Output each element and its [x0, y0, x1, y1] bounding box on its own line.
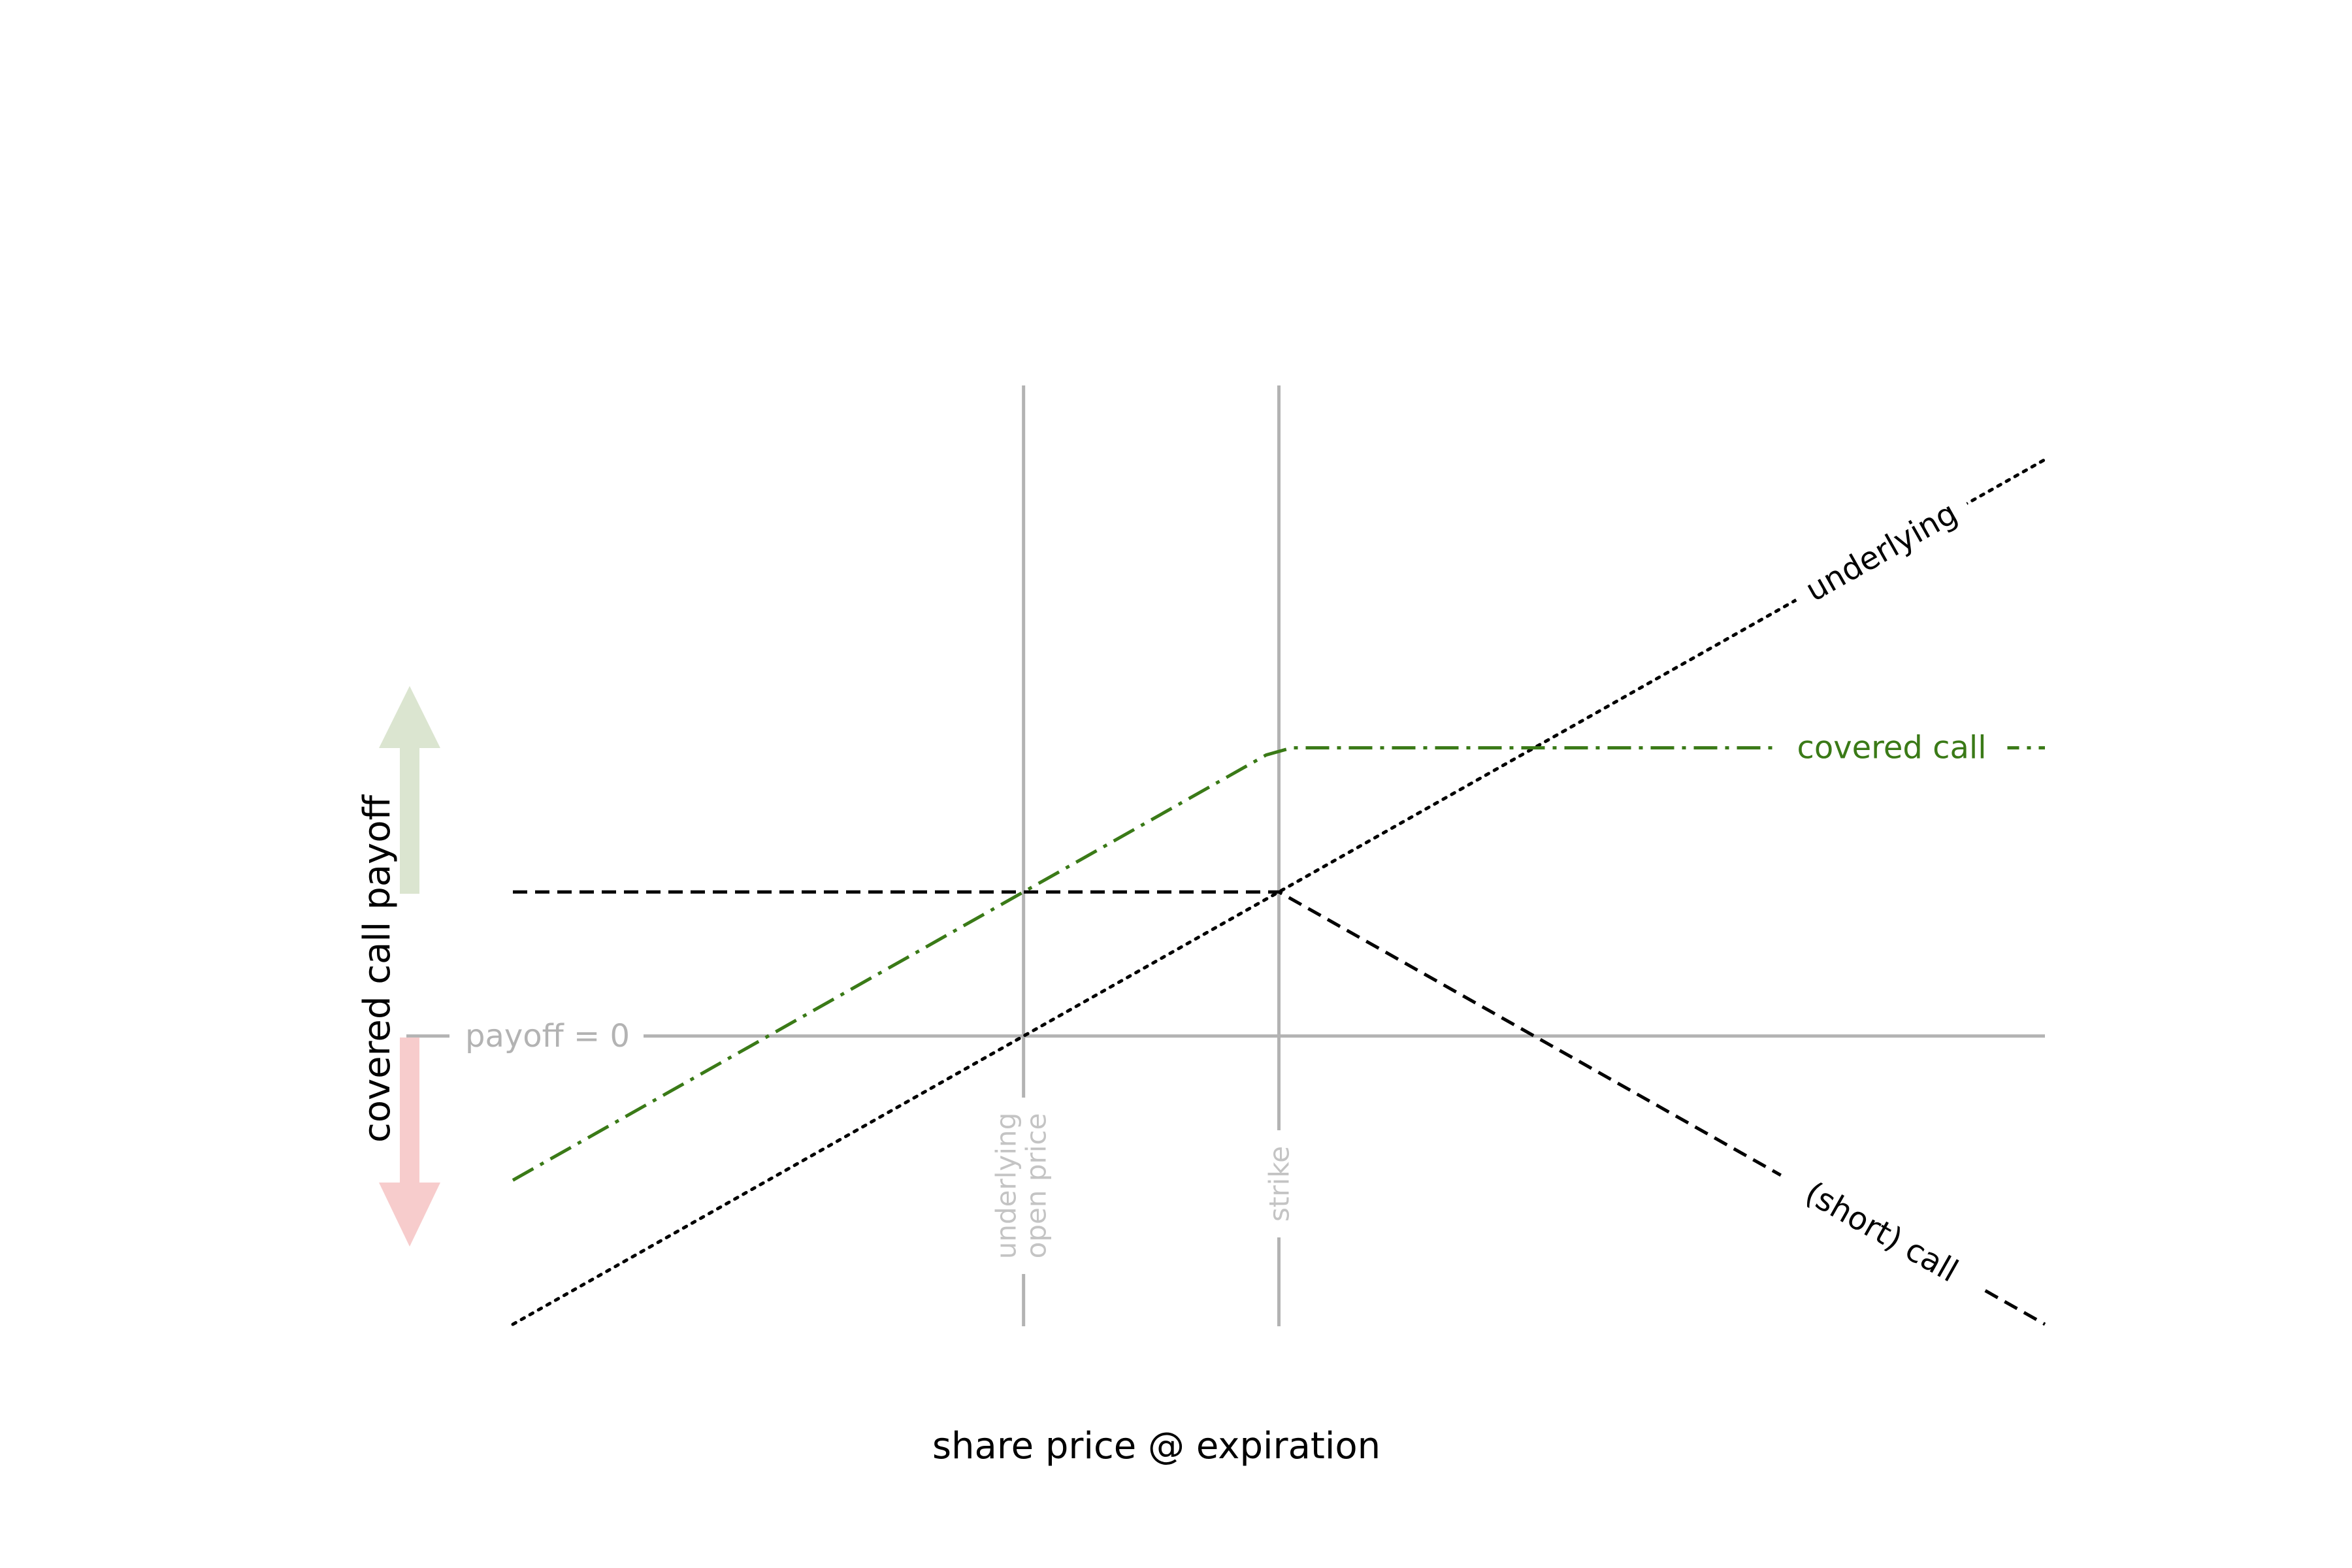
strike-label: strike: [1264, 1146, 1296, 1222]
series-label-group: (short) call: [1771, 1158, 1992, 1306]
series-label-background: [1776, 728, 2008, 768]
underlying-open-price-label: underlyingopen price: [990, 1113, 1053, 1259]
y-axis-label: covered call payoff: [356, 794, 399, 1143]
zero-line-label: payoff = 0: [465, 1018, 630, 1054]
short-call-line: [513, 890, 2046, 1326]
loss-arrow: [379, 1037, 440, 1247]
x-axis-label: share price @ expiration: [932, 1425, 1380, 1467]
underlying-line: [511, 457, 2047, 1326]
series-lines: [511, 457, 2047, 1326]
underlying-open-price-label-line: underlying: [990, 1113, 1022, 1259]
short-call-label: (short) call: [1799, 1175, 1965, 1290]
payoff-direction-arrows: [379, 686, 440, 1247]
series-label-group: covered call: [1776, 728, 2008, 768]
covered-call-line: [512, 746, 2045, 1182]
series-label-group: underlying: [1786, 486, 1977, 617]
series-labels: underlying (short) call covered call: [1771, 486, 2008, 1306]
series-label-background: [1771, 1158, 1992, 1306]
covered-call-label: covered call: [1797, 730, 1986, 766]
gain-arrow: [379, 686, 440, 894]
underlying-label: underlying: [1799, 495, 1963, 609]
series-label-background: [1786, 486, 1977, 617]
underlying-open-price-label-line: open price: [1021, 1113, 1053, 1259]
